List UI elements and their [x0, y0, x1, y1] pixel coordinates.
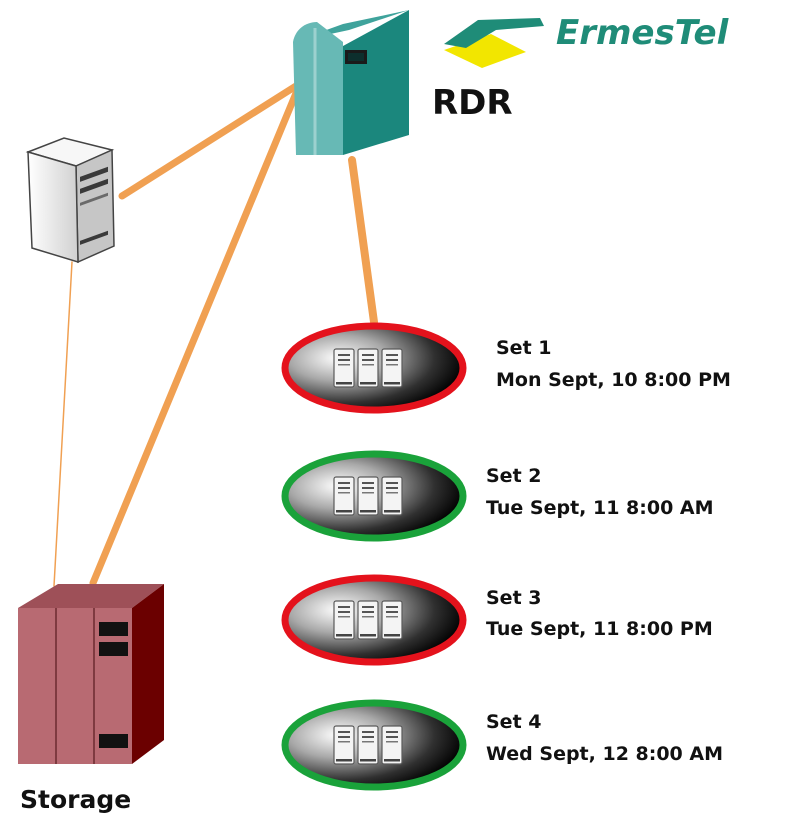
- server-icon: [381, 348, 403, 388]
- set-2-name: Set 2: [486, 465, 542, 487]
- server-icon: [357, 476, 379, 516]
- set-group: Set 2 Tue Sept, 11 8:00 AM: [281, 450, 714, 542]
- rdr-label: RDR: [432, 83, 513, 123]
- set-group: Set 1 Mon Sept, 10 8:00 PM: [281, 322, 731, 414]
- server-icon: [381, 600, 403, 640]
- connector-rdr-storage: [89, 82, 303, 587]
- server-icon: [333, 348, 355, 388]
- connectors: [53, 82, 378, 587]
- set-2-date: Tue Sept, 11 8:00 AM: [486, 497, 714, 519]
- set-3-name: Set 3: [486, 587, 542, 609]
- set-group: Set 3 Tue Sept, 11 8:00 PM: [281, 574, 713, 666]
- brand-name: ErmesTel: [556, 13, 730, 53]
- storage-icon: [18, 584, 164, 764]
- rdr-front: [293, 22, 343, 155]
- connector-rdr-sets: [348, 156, 378, 326]
- logo-teal-shape: [444, 18, 544, 48]
- rdr-side: [343, 10, 409, 155]
- set-4-name: Set 4: [486, 711, 542, 733]
- storage-side: [132, 584, 164, 764]
- server-icon: [333, 600, 355, 640]
- server-icon: [357, 348, 379, 388]
- ermestel-logo: ErmesTel: [444, 13, 730, 68]
- set-group: Set 4 Wed Sept, 12 8:00 AM: [281, 699, 723, 791]
- storage-slot: [99, 622, 128, 636]
- set-3-date: Tue Sept, 11 8:00 PM: [486, 618, 713, 640]
- server-icon: [381, 725, 403, 765]
- server-icon: [333, 476, 355, 516]
- set-1-date: Mon Sept, 10 8:00 PM: [496, 369, 731, 391]
- set-1-name: Set 1: [496, 337, 552, 359]
- storage-label: Storage: [20, 785, 131, 814]
- set-4-date: Wed Sept, 12 8:00 AM: [486, 743, 723, 765]
- server-icon: [333, 725, 355, 765]
- logo-yellow-shape: [444, 34, 526, 68]
- storage-top: [18, 584, 164, 608]
- server-icon: [357, 600, 379, 640]
- connector-rdr-server: [118, 82, 300, 200]
- storage-slot: [99, 734, 128, 748]
- storage-slot: [99, 642, 128, 656]
- server-icon: [381, 476, 403, 516]
- server-icon: [357, 725, 379, 765]
- rdr-server-icon: [293, 10, 409, 155]
- connector-server-storage: [53, 261, 73, 587]
- sets: Set 1 Mon Sept, 10 8:00 PM Set 2 Tue Sept, …: [281, 322, 731, 791]
- pc-server-icon: [25, 137, 115, 264]
